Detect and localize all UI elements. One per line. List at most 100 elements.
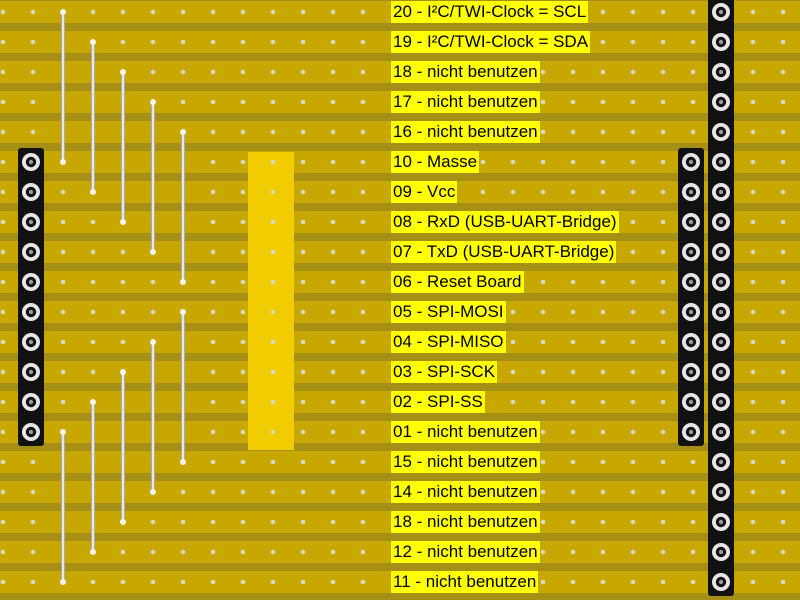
hole <box>660 549 666 555</box>
hole <box>450 489 456 495</box>
header-pin <box>28 339 34 345</box>
hole <box>510 579 516 585</box>
hole <box>450 249 456 255</box>
hole <box>780 9 786 15</box>
hole <box>450 39 456 45</box>
hole <box>270 519 276 525</box>
hole <box>210 489 216 495</box>
header-pin <box>28 369 34 375</box>
hole <box>480 219 486 225</box>
header-pin <box>28 189 34 195</box>
copper-strip <box>0 451 800 473</box>
hole <box>150 309 156 315</box>
hole <box>300 9 306 15</box>
hole <box>480 369 486 375</box>
hole <box>210 369 216 375</box>
hole <box>210 129 216 135</box>
header-pin <box>718 279 724 285</box>
header-pin <box>688 189 694 195</box>
hole <box>630 279 636 285</box>
hole <box>180 579 186 585</box>
hole <box>570 339 576 345</box>
hole <box>570 39 576 45</box>
hole <box>750 69 756 75</box>
hole <box>300 219 306 225</box>
hole <box>660 429 666 435</box>
hole <box>210 519 216 525</box>
hole <box>420 459 426 465</box>
hole <box>780 519 786 525</box>
hole <box>390 339 396 345</box>
hole <box>750 129 756 135</box>
hole <box>240 39 246 45</box>
hole <box>420 69 426 75</box>
hole <box>780 279 786 285</box>
hole <box>300 69 306 75</box>
hole <box>630 459 636 465</box>
hole <box>300 39 306 45</box>
hole <box>450 129 456 135</box>
hole <box>540 549 546 555</box>
wire-end <box>150 99 156 105</box>
hole <box>240 309 246 315</box>
hole <box>240 459 246 465</box>
hole <box>330 549 336 555</box>
hole <box>300 489 306 495</box>
hole <box>30 459 36 465</box>
header-pin <box>718 39 724 45</box>
hole <box>570 309 576 315</box>
hole <box>330 309 336 315</box>
header-pin <box>688 219 694 225</box>
hole <box>570 99 576 105</box>
hole <box>270 249 276 255</box>
hole <box>630 339 636 345</box>
copper-strip <box>0 121 800 143</box>
hole <box>360 129 366 135</box>
wire-end <box>90 549 96 555</box>
hole <box>600 9 606 15</box>
hole <box>480 189 486 195</box>
hole <box>150 279 156 285</box>
hole <box>300 399 306 405</box>
hole <box>570 459 576 465</box>
hole <box>180 9 186 15</box>
hole <box>390 519 396 525</box>
hole <box>390 549 396 555</box>
wire-end <box>180 279 186 285</box>
hole <box>270 489 276 495</box>
hole <box>510 159 516 165</box>
hole <box>600 579 606 585</box>
hole <box>420 159 426 165</box>
hole <box>480 159 486 165</box>
hole <box>420 309 426 315</box>
hole <box>630 429 636 435</box>
hole <box>330 189 336 195</box>
hole <box>660 459 666 465</box>
hole <box>90 579 96 585</box>
hole <box>780 549 786 555</box>
hole <box>0 189 6 195</box>
hole <box>780 159 786 165</box>
hole <box>390 9 396 15</box>
hole <box>390 159 396 165</box>
hole <box>600 339 606 345</box>
hole <box>360 369 366 375</box>
hole <box>540 369 546 375</box>
hole <box>630 219 636 225</box>
hole <box>240 159 246 165</box>
hole <box>330 459 336 465</box>
wire-end <box>90 399 96 405</box>
hole <box>330 369 336 375</box>
header-pin <box>718 579 724 585</box>
hole <box>450 459 456 465</box>
hole <box>90 369 96 375</box>
hole <box>480 489 486 495</box>
hole <box>450 549 456 555</box>
hole <box>300 519 306 525</box>
header-pin <box>718 459 724 465</box>
hole <box>690 459 696 465</box>
header-pin <box>718 399 724 405</box>
hole <box>0 159 6 165</box>
hole <box>630 249 636 255</box>
hole <box>390 279 396 285</box>
